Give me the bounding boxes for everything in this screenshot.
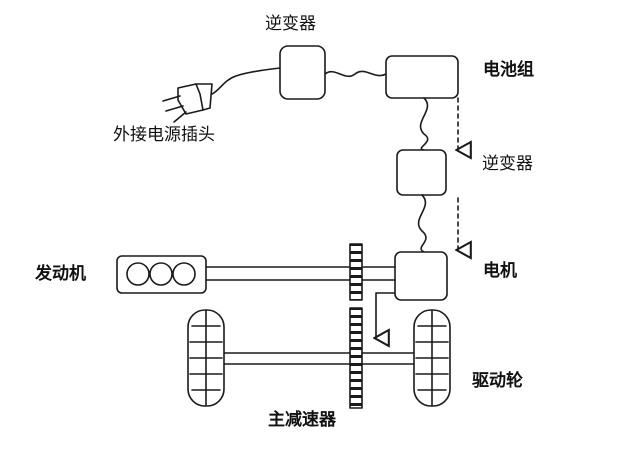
right-wheel xyxy=(413,309,451,407)
charging-cable xyxy=(211,67,281,95)
motor-box xyxy=(394,251,448,301)
battery-inverter-wire xyxy=(419,97,429,151)
final-drive-gear xyxy=(349,307,363,409)
final-drive-label: 主减速器 xyxy=(268,410,336,430)
battery-pack-box xyxy=(385,55,459,99)
inverter-mid-label: 逆变器 xyxy=(482,154,533,174)
engine-cylinder xyxy=(172,262,196,286)
inverter-mid-box xyxy=(396,149,447,196)
inverter-top-label: 逆变器 xyxy=(265,14,316,34)
left-wheel xyxy=(187,309,225,407)
engine-label: 发动机 xyxy=(35,264,86,284)
plug-icon xyxy=(162,83,213,123)
inverter-battery-wire xyxy=(324,70,387,78)
external-plug-label: 外接电源插头 xyxy=(113,125,215,145)
engine-block xyxy=(116,255,207,294)
engine-cylinder xyxy=(126,262,150,286)
inverter-motor-wire xyxy=(417,194,427,253)
inverter-top-box xyxy=(279,45,326,100)
motor-label: 电机 xyxy=(483,261,517,281)
upper-gear xyxy=(349,243,363,301)
drive-wheel-label: 驱动轮 xyxy=(472,371,523,391)
engine-cylinder xyxy=(149,262,173,286)
battery-pack-label: 电池组 xyxy=(483,60,534,80)
flow-arrow-motor-to-wheels xyxy=(376,292,396,338)
